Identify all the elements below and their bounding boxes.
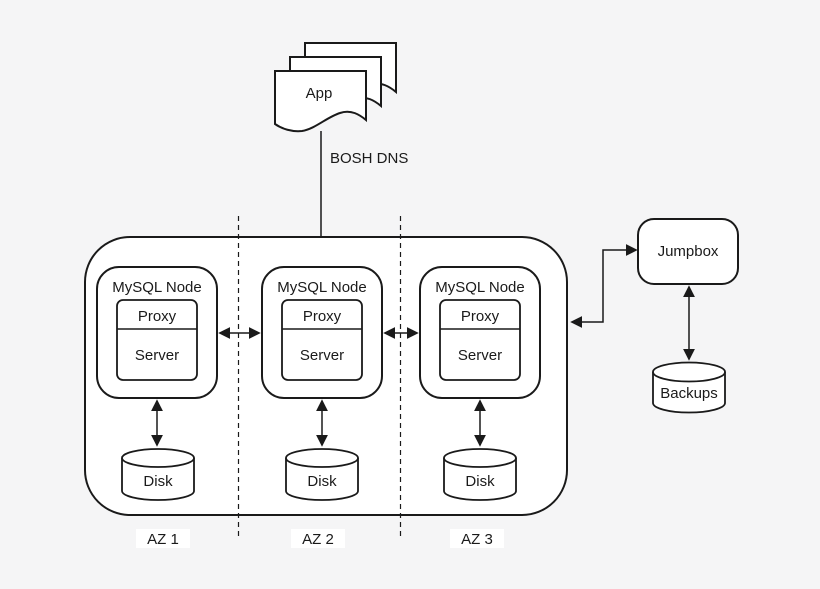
proxy-label: Proxy	[303, 308, 342, 325]
az-label-background	[136, 529, 190, 548]
mysql-node-label: MySQL Node	[277, 279, 366, 296]
jumpbox-box	[637, 218, 739, 285]
disk-cylinder-icon	[285, 448, 359, 501]
cluster-jumpbox-arrow	[570, 244, 638, 328]
mysql-node-az1: MySQL Node Proxy Server Disk AZ 1	[96, 266, 218, 548]
az-label-background	[450, 529, 504, 548]
az-label: AZ 1	[147, 531, 179, 548]
jumpbox-label: Jumpbox	[658, 243, 719, 260]
backups-cylinder-icon	[652, 361, 726, 414]
disk-label: Disk	[307, 473, 337, 490]
proxy-server-box	[281, 299, 363, 381]
bosh-dns-label: BOSH DNS	[330, 150, 408, 167]
disk-label: Disk	[143, 473, 173, 490]
mysql-node-az3: MySQL Node Proxy Server Disk AZ 3	[419, 266, 541, 548]
mysql-node-label: MySQL Node	[112, 279, 201, 296]
server-label: Server	[135, 347, 179, 364]
proxy-label: Proxy	[461, 308, 500, 325]
app-document-stack: App	[274, 42, 397, 133]
app-label: App	[306, 85, 333, 102]
az-label: AZ 3	[461, 531, 493, 548]
server-label: Server	[458, 347, 502, 364]
server-label: Server	[300, 347, 344, 364]
proxy-label: Proxy	[138, 308, 177, 325]
proxy-server-box	[116, 299, 198, 381]
disk-cylinder-icon	[443, 448, 517, 501]
az-label: AZ 2	[302, 531, 334, 548]
az-label-background	[291, 529, 345, 548]
mysql-node-az2: MySQL Node Proxy Server Disk AZ 2	[261, 266, 383, 548]
mysql-node-label: MySQL Node	[435, 279, 524, 296]
backups-label: Backups	[660, 385, 718, 402]
proxy-server-box	[439, 299, 521, 381]
disk-label: Disk	[465, 473, 495, 490]
disk-cylinder-icon	[121, 448, 195, 501]
